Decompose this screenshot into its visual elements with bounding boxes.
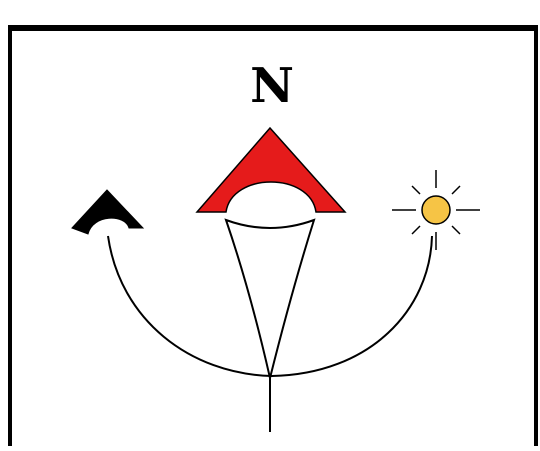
sun-icon [392,170,480,250]
frame [8,25,538,446]
north-label: N [250,58,294,114]
sun-path-arc [107,235,433,378]
north-arrowhead-icon [195,126,347,213]
cone-shape [224,218,316,379]
black-arrowhead-icon [71,189,145,235]
